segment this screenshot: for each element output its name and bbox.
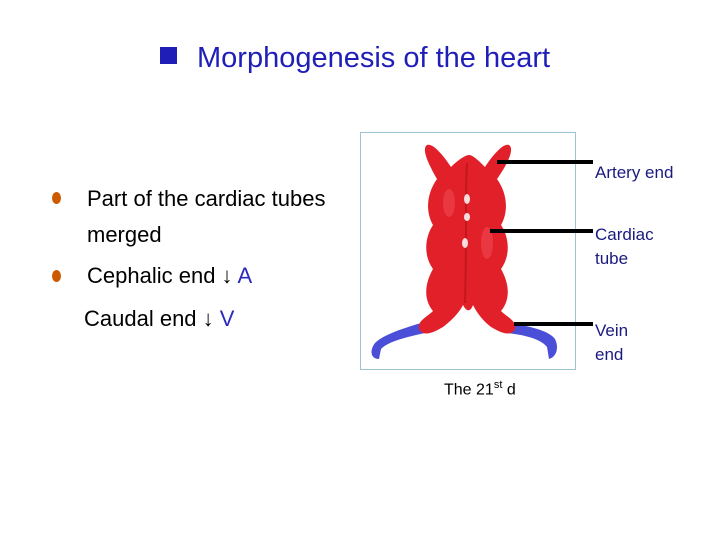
caption-prefix: The 21 — [444, 381, 494, 399]
caudal-label: Caudal end — [84, 306, 203, 331]
bullet-dot-icon — [52, 270, 61, 282]
cardiac-tube-callout-line — [490, 229, 593, 233]
caption-suffix: d — [502, 381, 516, 399]
cardiac-tube-label-2: tube — [595, 249, 629, 268]
square-bullet-icon — [160, 47, 177, 64]
vein-end-label-2: end — [595, 345, 624, 364]
cephalic-value: A — [232, 263, 253, 288]
heart-tube-illustration — [371, 144, 557, 359]
cephalic-label: Cephalic end — [87, 263, 222, 288]
bullet-2: Cephalic end ↓ A — [87, 257, 252, 295]
left-vein — [371, 323, 425, 359]
vein-end-label-1: Vein — [595, 321, 629, 340]
bullet-dot-icon — [52, 192, 61, 204]
artery-end-callout-line — [497, 160, 593, 164]
cardiac-tube — [418, 144, 516, 334]
artery-end-label: Artery end — [595, 163, 674, 182]
slide-title: Morphogenesis of the heart — [160, 42, 550, 75]
down-arrow-icon: ↓ — [221, 263, 233, 288]
cardiac-tube-label-1: Cardiac — [595, 225, 654, 244]
bullet-1-line-1: Part of the cardiac tubes — [87, 186, 326, 211]
right-vein — [507, 323, 557, 359]
caudal-value: V — [213, 306, 235, 331]
figure-caption: The 21st d — [444, 379, 516, 399]
vein-end-callout-line — [514, 322, 593, 326]
slide-title-text: Morphogenesis of the heart — [197, 42, 551, 74]
caption-sup: st — [493, 379, 503, 391]
down-arrow-icon: ↓ — [202, 306, 214, 331]
bullet-1-line-2: merged — [87, 222, 162, 247]
heart-tube-figure — [360, 132, 576, 370]
caudal-line: Caudal end ↓ V — [84, 300, 234, 338]
